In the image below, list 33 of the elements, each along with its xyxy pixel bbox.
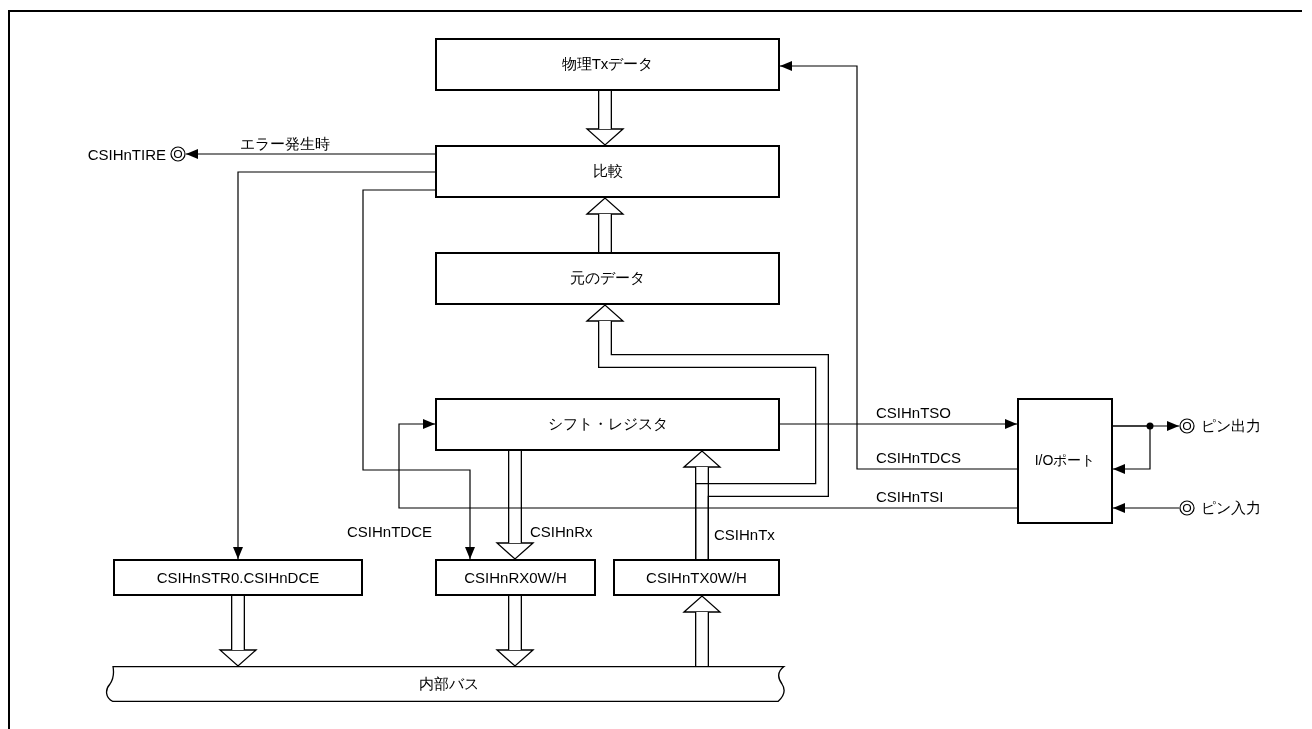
- signal-name: ピン入力: [1201, 498, 1261, 518]
- bus-arrow: [219, 596, 257, 667]
- arrow: [779, 61, 1018, 470]
- bus-arrow: [496, 596, 534, 667]
- edge-label: CSIHnTDCS: [876, 450, 961, 466]
- arrow: [185, 149, 436, 159]
- arrow: [398, 419, 1018, 509]
- arrow: [362, 189, 475, 560]
- edge-label: エラー発生時: [240, 136, 330, 152]
- arrow: [779, 419, 1018, 429]
- register-box: CSIHnRX0W/H: [435, 559, 596, 596]
- edge-label: CSIHnTx: [714, 527, 775, 543]
- bus-arrow: [496, 451, 534, 560]
- edge-label: CSIHnTSI: [876, 489, 944, 505]
- bus-arrow: [586, 197, 624, 252]
- block-box: 元のデータ: [435, 252, 780, 305]
- bus-arrow: [683, 450, 721, 559]
- arrow: [1112, 425, 1151, 474]
- block-box: 物理Txデータ: [435, 38, 780, 91]
- register-box: CSIHnSTR0.CSIHnDCE: [113, 559, 363, 596]
- block-box: シフト・レジスタ: [435, 398, 780, 451]
- register-box: CSIHnTX0W/H: [613, 559, 780, 596]
- edge-label: CSIHnTSO: [876, 405, 951, 421]
- bus-arrow: [586, 91, 624, 146]
- block-box: 比較: [435, 145, 780, 198]
- signal-name: ピン出力: [1201, 416, 1261, 436]
- edge-label: CSIHnRx: [530, 524, 593, 540]
- arrow: [1112, 503, 1180, 513]
- edge-label: CSIHnTDCE: [347, 524, 432, 540]
- bus-arrow: [683, 595, 721, 666]
- port-box: I/Oポート: [1017, 398, 1113, 524]
- signal-name: CSIHnTIRE: [87, 145, 166, 163]
- arrow: [233, 171, 436, 560]
